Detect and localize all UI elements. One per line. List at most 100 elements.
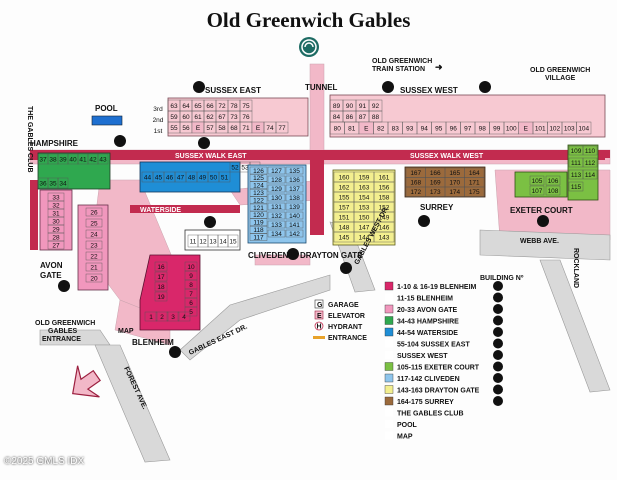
- unit-number: 105: [532, 178, 543, 185]
- unit-number: 119: [253, 220, 264, 227]
- legend-item-label: SUSSEX WEST: [397, 353, 448, 360]
- building-marker: [287, 248, 299, 260]
- unit-number: 143: [379, 234, 390, 241]
- unit-number: 121: [253, 205, 264, 212]
- unit-number: 129: [271, 186, 282, 193]
- unit-cell: [582, 169, 598, 180]
- unit-number: 21: [90, 264, 98, 271]
- unit-number: 96: [450, 125, 458, 132]
- unit-number: 14: [219, 238, 227, 245]
- legend-swatch: [384, 304, 394, 314]
- building-marker: [537, 215, 549, 227]
- unit-number: 49: [199, 174, 207, 181]
- unit-number: 148: [339, 224, 350, 231]
- building-marker: [418, 215, 430, 227]
- unit-cell: [154, 291, 168, 302]
- unit-number: 94: [421, 125, 429, 132]
- unit-number: 86: [346, 114, 354, 121]
- unit-cell: [85, 240, 103, 250]
- legend-item-label: 55-104 SUSSEX EAST: [397, 342, 470, 349]
- unit-number: 87: [359, 114, 367, 121]
- legend-number: 6: [496, 341, 500, 348]
- unit-number: 28: [52, 234, 60, 241]
- unit-cell: [545, 185, 561, 196]
- unit-cell: [249, 233, 268, 241]
- unit-cell: [85, 251, 103, 261]
- legend-item-label: 143-163 DRAYTON GATE: [397, 388, 480, 395]
- unit-number: 141: [289, 222, 300, 229]
- unit-cell: [267, 184, 286, 193]
- unit-number: 11: [190, 238, 197, 245]
- unit-number: 131: [271, 204, 282, 211]
- unit-number: 63: [170, 103, 178, 110]
- legend-number-marker: [493, 281, 503, 291]
- unit-number: 154: [359, 194, 370, 201]
- unit-number: 139: [289, 204, 300, 211]
- unit-number: 95: [435, 125, 443, 132]
- unit-number: 62: [206, 114, 214, 121]
- unit-number: 35: [49, 180, 57, 187]
- unit-number: 81: [348, 125, 356, 132]
- unit-number: 140: [289, 213, 300, 220]
- legend-number: 9: [496, 364, 500, 371]
- unit-cell: [275, 121, 289, 134]
- unit-number: 32: [52, 202, 60, 209]
- unit-cell: [166, 311, 180, 322]
- village-label-2: VILLAGE: [545, 75, 576, 82]
- unit-number: 50: [210, 174, 218, 181]
- unit-cell: [373, 231, 395, 243]
- legend-swatch: [385, 408, 393, 417]
- entrance-icon: [313, 336, 325, 339]
- building-marker-number: 12: [289, 251, 297, 258]
- legend-number: 5: [496, 329, 500, 336]
- unit-number: 163: [359, 184, 370, 191]
- building-marker: [58, 280, 70, 292]
- unit-cell: [576, 121, 592, 135]
- unit-number: 29: [52, 226, 60, 233]
- elevator-icon: E: [317, 313, 322, 320]
- sussex-walk-west-label: SUSSEX WALK WEST: [410, 153, 484, 160]
- unit-cell: [249, 174, 268, 182]
- unit-number: 145: [339, 234, 350, 241]
- legend-number-marker: [493, 384, 503, 395]
- unit-number: 30: [52, 218, 60, 225]
- legend-number-marker: [493, 350, 503, 360]
- unit-number: 47: [177, 174, 185, 181]
- legend-item-label: MAP: [397, 434, 413, 441]
- unit-number: 39: [59, 156, 67, 163]
- unit-number: 120: [253, 212, 264, 219]
- building-marker-number: 11: [343, 265, 350, 272]
- building-marker: [193, 81, 205, 93]
- unit-number: 46: [166, 174, 174, 181]
- unit-cell: [582, 145, 598, 156]
- unit-number: 175: [469, 189, 480, 196]
- unit-cell: [285, 184, 304, 193]
- legend-heading: BUILDING Nº: [480, 275, 524, 282]
- unit-number: 122: [253, 197, 264, 204]
- arrow-right-icon: ➜: [435, 62, 443, 72]
- building-marker-number: 6: [197, 84, 201, 91]
- unit-number: 103: [564, 125, 575, 132]
- streets: [39, 221, 611, 463]
- unit-number: 149: [379, 214, 390, 221]
- floor-label-1st: 1st: [154, 128, 163, 135]
- page-title: Old Greenwich Gables: [206, 8, 411, 32]
- building-marker: [198, 137, 210, 149]
- unit-number: 22: [90, 253, 98, 260]
- legend-number: 4: [496, 318, 500, 325]
- unit-cell: [249, 166, 268, 175]
- hydrant-icon: H: [317, 324, 322, 331]
- unit-number: 125: [253, 175, 264, 182]
- unit-number: 80: [334, 125, 342, 132]
- legend-number-marker: [493, 361, 503, 372]
- unit-number: 109: [571, 148, 582, 155]
- legend-item-label: 44-54 WATERSIDE: [397, 330, 458, 337]
- unit-number: 150: [359, 214, 370, 221]
- unit-number: 126: [253, 168, 264, 175]
- og-entrance-label-3: ENTRANCE: [42, 336, 81, 343]
- elevator-icon: E: [196, 125, 201, 132]
- legend-swatch: [384, 396, 394, 406]
- unit-number: 169: [430, 180, 441, 187]
